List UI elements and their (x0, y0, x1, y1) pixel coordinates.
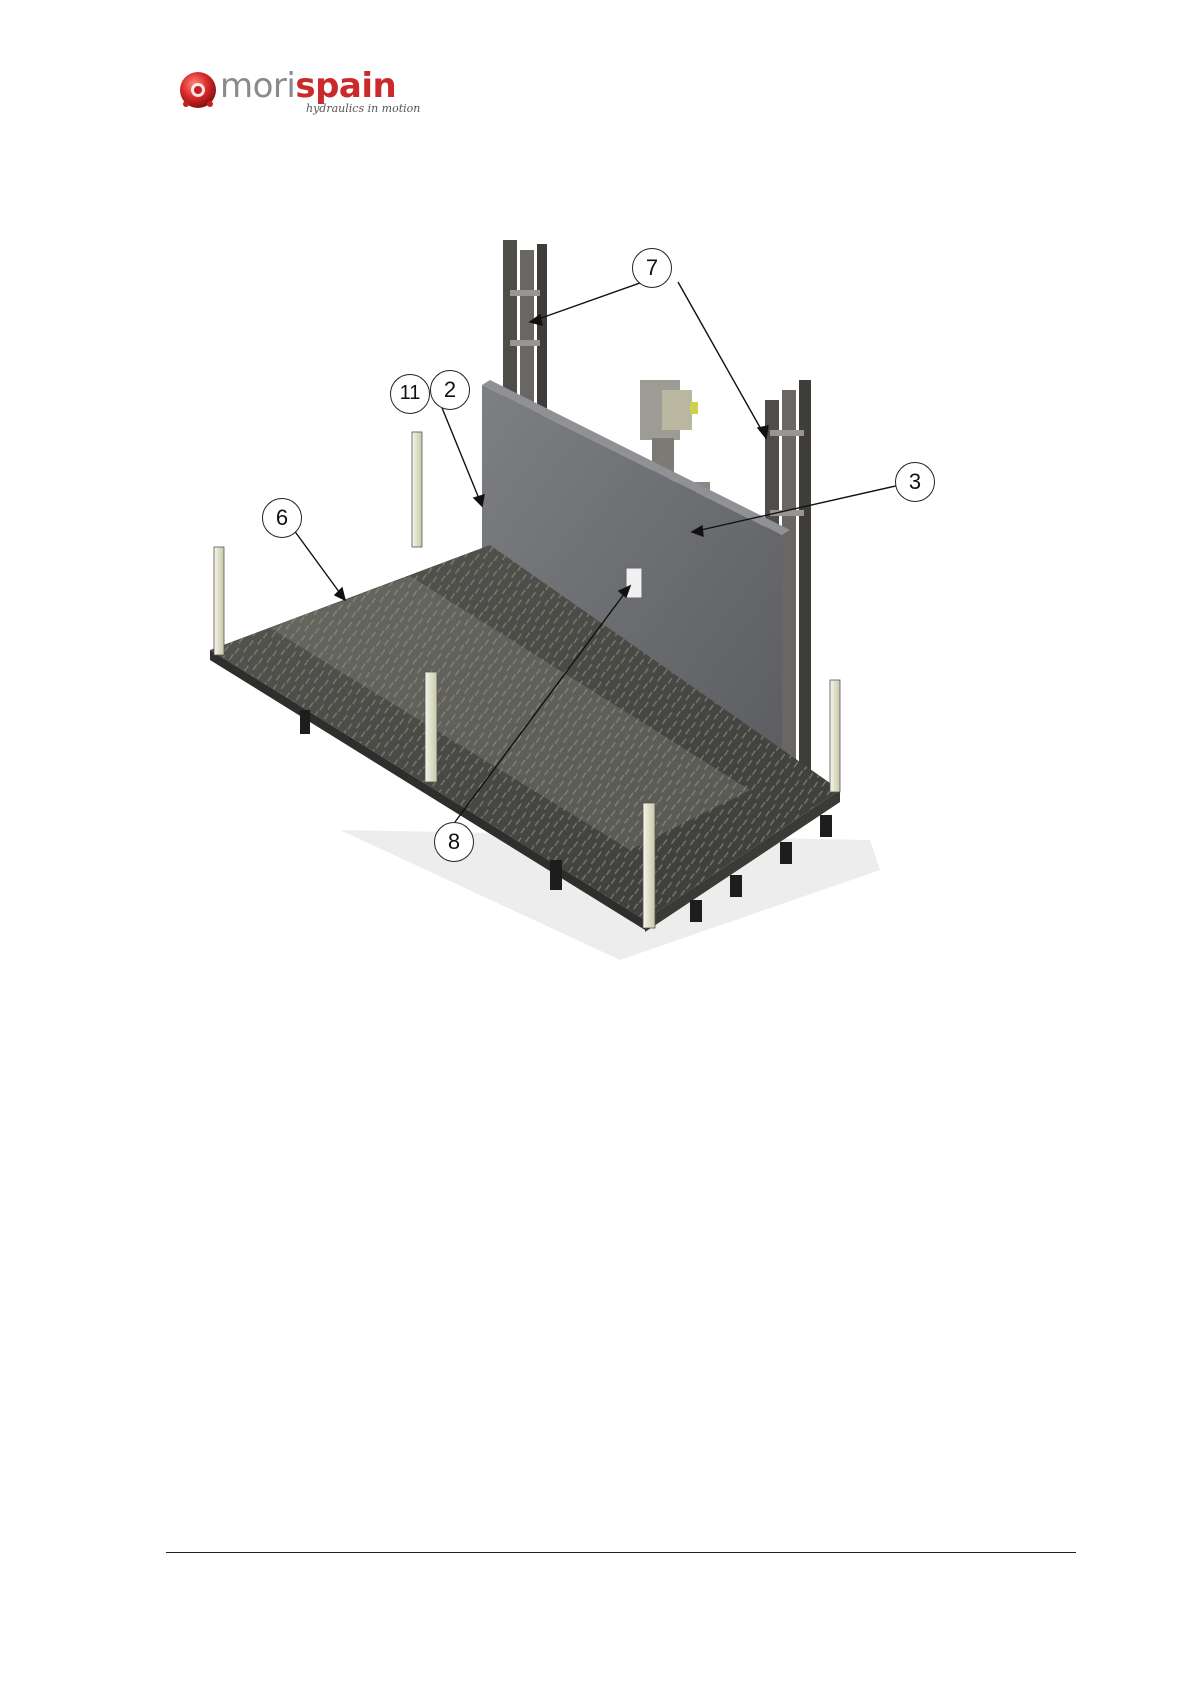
brand-name-part2: spain (295, 66, 396, 106)
callout-3: 3 (895, 462, 935, 502)
left-mast (503, 240, 547, 415)
callout-7: 7 (632, 248, 672, 288)
brand-name: morispain (220, 66, 396, 106)
callout-6: 6 (262, 498, 302, 538)
brand-tagline: hydraulics in motion (306, 102, 420, 115)
platform-illustration: 7 11 2 6 3 8 (190, 230, 950, 1020)
callout-2: 2 (430, 370, 470, 410)
footer-divider (166, 1552, 1076, 1553)
platform-drawing (190, 230, 950, 1020)
brand-name-part1: mori (220, 66, 295, 106)
callout-11: 11 (390, 374, 430, 414)
company-logo: morispain hydraulics in motion (178, 66, 438, 118)
logo-mark-icon (178, 70, 218, 110)
callout-8: 8 (434, 822, 474, 862)
